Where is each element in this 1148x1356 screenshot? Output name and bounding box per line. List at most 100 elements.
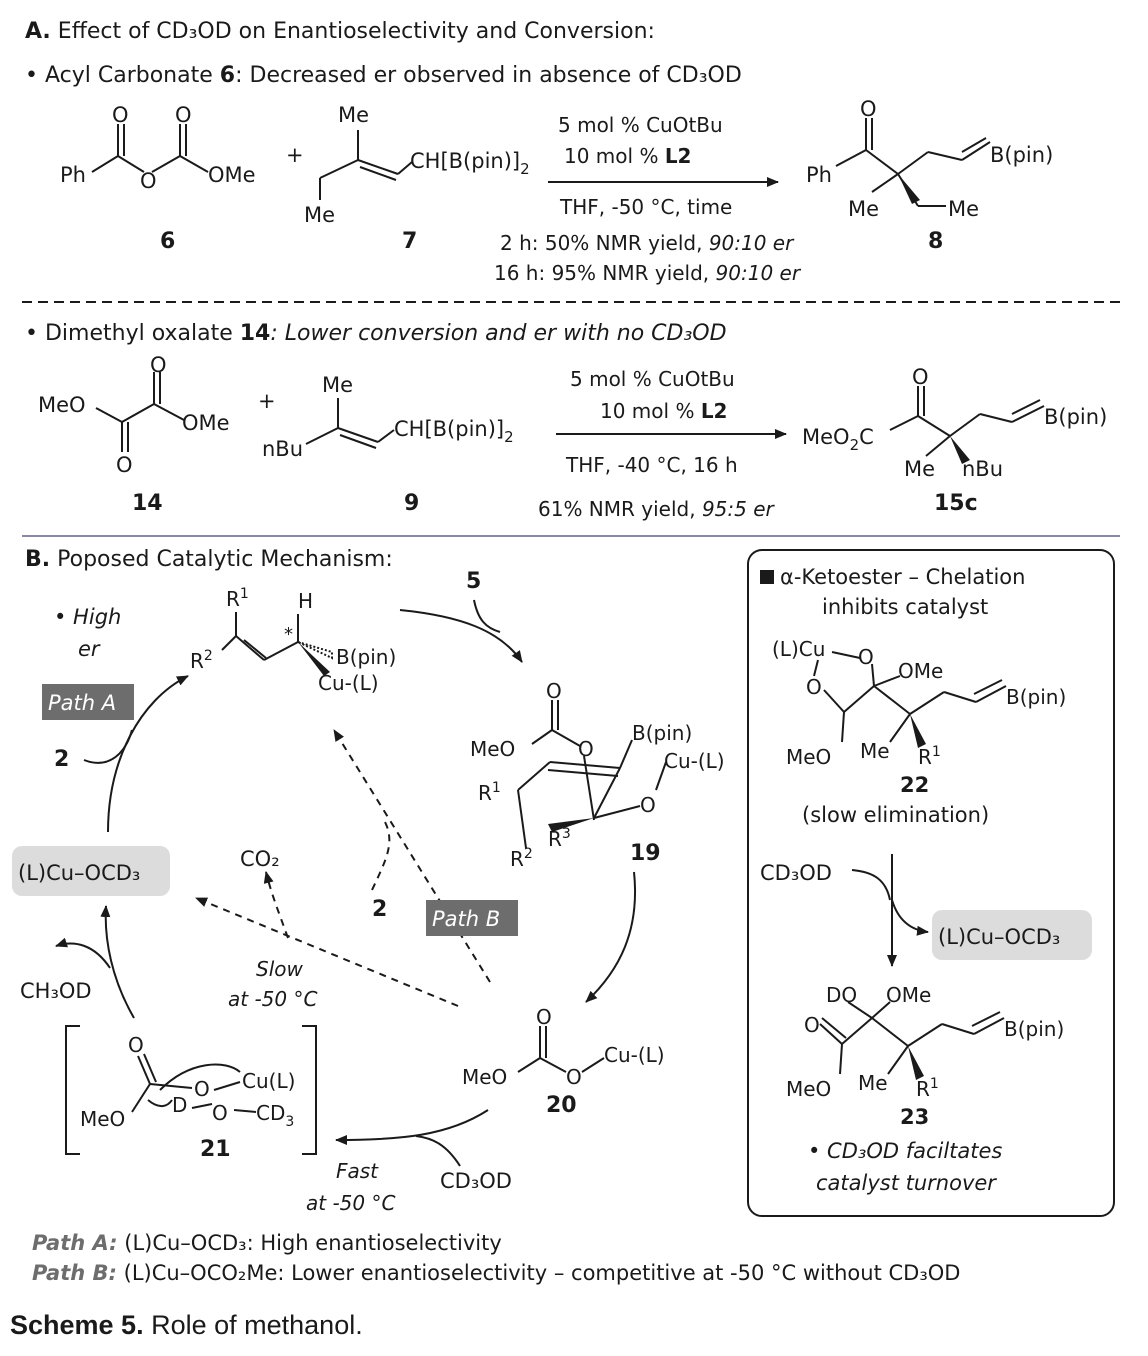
label-19: 19: [630, 841, 661, 866]
atom-bpin: B(pin): [1044, 405, 1107, 429]
label-23: 23: [900, 1105, 929, 1129]
stereo-star: *: [284, 624, 293, 645]
atom-me: Me: [338, 103, 369, 127]
atom-o: O: [116, 453, 133, 477]
structure-allyl-cu: [221, 612, 299, 661]
ch3od-label: CH₃OD: [20, 979, 92, 1003]
atom-h: H: [298, 589, 313, 613]
condition-catalyst: 5 mol % CuOtBu: [570, 367, 735, 391]
plus-sign: +: [286, 143, 304, 167]
label-21: 21: [200, 1137, 231, 1162]
atom-me: Me: [860, 739, 890, 763]
atom-r1: R1: [918, 744, 941, 769]
atom-r3: R3: [548, 826, 571, 851]
structure-23: [819, 1001, 1005, 1075]
atom-r1: R1: [478, 780, 501, 805]
path-b-tag: [426, 900, 518, 936]
footnote-path-b: Path B: (L)Cu–OCO₂Me: Lower enantioselec…: [32, 1261, 960, 1285]
atom-o: O: [112, 103, 129, 127]
wedge-bond: [548, 818, 594, 832]
atom-cu-l: Cu-(L): [604, 1043, 665, 1067]
condition-ligand: 10 mol % L2: [600, 399, 727, 423]
cu-release-arrow: [891, 899, 929, 936]
label-8: 8: [928, 229, 943, 254]
structure-22: [813, 651, 1007, 743]
square-bullet: [760, 570, 774, 584]
atom-me: Me: [948, 197, 979, 221]
atom-bpin: B(pin): [1004, 1017, 1064, 1041]
atom-r1: R1: [226, 586, 249, 611]
atom-cd3: CD3: [256, 1101, 294, 1130]
fast-label-2: at -50 °C: [306, 1191, 395, 1215]
atom-bpin: B(pin): [1006, 685, 1066, 709]
atom-o: O: [912, 365, 929, 389]
reaction1-bullet: • Acyl Carbonate 6: Decreased er observe…: [25, 63, 742, 88]
co2-release-arrow: [263, 871, 289, 939]
atom-ch-bpin2: CH[B(pin)]2: [394, 417, 514, 446]
atom-cu-l: Cu-(L): [664, 749, 725, 773]
cd3od-label: CD₃OD: [440, 1169, 512, 1193]
path-a-label: Path A: [48, 691, 116, 715]
atom-ome: OMe: [182, 411, 230, 435]
wedge-bond: [910, 714, 926, 748]
section-a: A. Effect of CD₃OD on Enantioselectivity…: [22, 19, 1120, 537]
sidebox-cd3od: CD₃OD: [760, 861, 832, 885]
atom-r2: R2: [510, 846, 533, 871]
reaction2-bullet: • Dimethyl oxalate 14: Lower conversion …: [25, 321, 727, 346]
ch3od-release-arrow: [55, 937, 111, 969]
structure-8: [835, 118, 991, 207]
atom-o: O: [804, 1013, 820, 1037]
path-b-label: Path B: [432, 907, 500, 931]
sidebox-title-2: inhibits catalyst: [822, 595, 988, 619]
cd3od-join: [851, 869, 891, 901]
condition-ligand: 10 mol % L2: [564, 144, 691, 168]
result-16h: 16 h: 95% NMR yield, 90:10 er: [494, 261, 802, 285]
label-22: 22: [900, 773, 929, 797]
label-5: 5: [466, 569, 481, 594]
atom-meo: MeO: [38, 393, 86, 417]
label-15c: 15c: [934, 491, 978, 516]
fast-arrow: [335, 1109, 489, 1145]
atom-o: O: [566, 1065, 582, 1089]
sidebox-cu-pill: [932, 910, 1092, 960]
atom-me: Me: [904, 457, 935, 481]
label-20: 20: [546, 1093, 577, 1118]
structure-9: [305, 398, 395, 449]
section-b: B. Poposed Catalytic Mechanism: • High e…: [12, 547, 725, 1215]
atom-o: O: [640, 793, 656, 817]
atom-cu-l: Cu-(L): [318, 671, 379, 695]
sidebox: α-Ketoester – Chelation inhibits catalys…: [747, 549, 1115, 1217]
atom-cu-l: Cu(L): [242, 1069, 295, 1093]
label-2: 2: [54, 747, 69, 772]
atom-meo: MeO: [786, 745, 831, 769]
result-2h: 2 h: 50% NMR yield, 90:10 er: [500, 231, 795, 255]
arrow-to-20: [585, 871, 636, 1003]
sidebox-frame: [747, 549, 1115, 1217]
atom-ome: OMe: [208, 163, 256, 187]
atom-o: O: [860, 97, 877, 121]
atom-ph: Ph: [60, 163, 86, 187]
atom-do: DO: [826, 983, 857, 1007]
atom-ome: OMe: [886, 983, 931, 1007]
section-a-title: A. Effect of CD₃OD on Enantioselectivity…: [25, 19, 655, 44]
sidebox-title-1: α-Ketoester – Chelation: [780, 565, 1025, 589]
high-er-note-2: er: [78, 637, 101, 661]
condition-solvent-temp: THF, -40 °C, 16 h: [565, 453, 738, 477]
atom-d: D: [172, 1093, 187, 1117]
wedge-bond: [908, 1046, 924, 1080]
atom-meo: MeO: [470, 737, 515, 761]
structure-7: [319, 130, 413, 200]
sidebox-cu-label: (L)Cu–OCD₃: [938, 925, 1060, 949]
atom-meo: MeO: [80, 1107, 125, 1131]
path-b-arrow: [333, 729, 491, 983]
atom-me: Me: [848, 197, 879, 221]
note-23-1: • CD₃OD faciltates: [808, 1139, 1002, 1163]
footnotes: Path A: (L)Cu–OCD₃: High enantioselectiv…: [32, 1231, 960, 1285]
atom-o: O: [175, 103, 192, 127]
note-23-2: catalyst turnover: [816, 1171, 997, 1195]
atom-nbu: nBu: [962, 457, 1003, 481]
atom-o: O: [806, 675, 822, 699]
atom-ph: Ph: [806, 163, 832, 187]
plus-sign: +: [258, 389, 276, 413]
slow-label-2: at -50 °C: [228, 987, 317, 1011]
